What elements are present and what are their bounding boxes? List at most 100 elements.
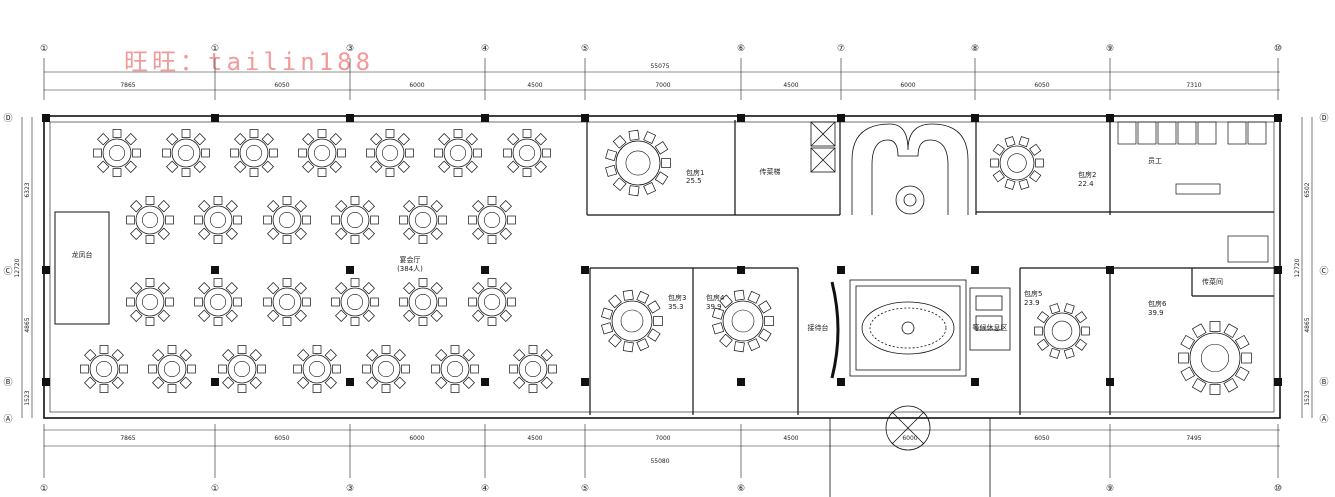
private-table-1	[605, 129, 671, 197]
dim-top-1: 7865	[120, 82, 135, 89]
banquet-table	[298, 129, 346, 177]
dim-right-1: 6502	[1304, 182, 1311, 197]
banquet-table	[362, 345, 410, 393]
banquet-table	[503, 129, 551, 177]
axis-right-a: Ⓐ	[1319, 414, 1328, 425]
private-room-3-area: 35.3	[668, 303, 684, 311]
total-dim-bottom: 55080	[650, 458, 669, 465]
dimension-lines	[21, 58, 1313, 478]
private-table-3	[601, 289, 663, 353]
service-room-label: 传菜间	[1202, 277, 1223, 286]
reception-label: 接待台	[808, 323, 829, 332]
banquet-table	[93, 129, 141, 177]
dim-bottom-2: 6050	[274, 435, 289, 442]
banquet-table	[230, 129, 278, 177]
dim-left-3: 1523	[24, 390, 31, 405]
banquet-table	[80, 345, 128, 393]
banquet-table	[218, 345, 266, 393]
private-table-6	[1178, 321, 1252, 395]
banquet-tables	[80, 129, 557, 393]
axis-top-1: ①	[40, 44, 48, 54]
banquet-table	[331, 196, 379, 244]
dim-right-2: 4865	[1304, 317, 1311, 332]
banquet-table	[366, 129, 414, 177]
axis-top-4: ④	[481, 44, 489, 54]
private-room-2-label: 包房2	[1078, 170, 1096, 179]
dim-bottom-8: 7495	[1186, 435, 1201, 442]
axis-right-c: Ⓒ	[1319, 266, 1328, 277]
private-room-5-label: 包房5	[1024, 289, 1042, 298]
axis-bottom-7: ⑨	[1106, 484, 1114, 494]
banquet-table	[399, 196, 447, 244]
dim-bottom-4: 4500	[527, 435, 542, 442]
banquet-table	[434, 129, 482, 177]
private-room-6-label: 包房6	[1148, 299, 1167, 308]
dim-top-6: 4500	[783, 82, 798, 89]
entrance-revolving-door	[829, 405, 991, 497]
private-table-4	[712, 289, 774, 353]
stage-label: 龙凤台	[72, 250, 93, 259]
dim-top-7: 6000	[900, 82, 915, 89]
axis-bottom-4: ④	[481, 484, 489, 494]
dim-bottom-7: 6050	[1034, 435, 1049, 442]
private-table-2	[990, 136, 1044, 190]
banquet-table	[148, 345, 196, 393]
banquet-table	[194, 278, 242, 326]
banquet-table	[468, 196, 516, 244]
watermark: 旺旺：tailin188	[124, 48, 375, 76]
axis-top-5: ⑤	[581, 44, 589, 54]
dim-bottom-5: 7000	[655, 435, 670, 442]
banquet-table	[331, 278, 379, 326]
banquet-table	[194, 196, 242, 244]
banquet-table	[126, 196, 174, 244]
private-room-3-label: 包房3	[668, 293, 686, 302]
axis-bottom-2: ①	[211, 484, 219, 494]
banquet-table	[263, 278, 311, 326]
stage-platform	[54, 211, 110, 325]
dim-left-2: 4865	[24, 317, 31, 332]
banquet-table	[431, 345, 479, 393]
dim-top-3: 6000	[409, 82, 424, 89]
axis-top-2: ①	[211, 44, 219, 54]
axis-bottom-6: ⑥	[737, 484, 745, 494]
axis-top-9: ⑨	[1106, 44, 1114, 54]
axis-top-10: ⑩	[1274, 44, 1282, 54]
dim-top-4: 4500	[527, 82, 542, 89]
dim-right-3: 1523	[1304, 390, 1311, 405]
axis-left-a: Ⓐ	[3, 414, 12, 425]
interior-walls	[586, 120, 1274, 415]
axis-bottom-3: ③	[346, 484, 354, 494]
dim-right-total: 12720	[1294, 258, 1301, 277]
banquet-table	[509, 345, 557, 393]
dim-bottom-3: 6000	[409, 435, 424, 442]
private-room-5-area: 23.9	[1024, 299, 1040, 307]
axis-left-d: Ⓓ	[3, 113, 12, 124]
axis-top-7: ⑦	[837, 44, 845, 54]
service-lift	[810, 121, 836, 173]
lounge-sofa-set	[969, 287, 1011, 351]
axis-bottom-5: ⑤	[581, 484, 589, 494]
dim-bottom-6: 4500	[783, 435, 798, 442]
private-room-1-label: 包房1	[686, 168, 704, 177]
dimension-labels: 55075 7865 6050 6000 4500 7000 4500 6000…	[14, 63, 1311, 465]
private-room-1-area: 25.5	[686, 177, 702, 185]
private-room-4-area: 39.9	[706, 303, 722, 311]
entrance-dim-label: 6000	[902, 435, 917, 442]
banquet-capacity-label: (384人)	[397, 265, 423, 273]
axis-left-c: Ⓒ	[3, 266, 12, 277]
axis-right-d: Ⓓ	[1319, 113, 1328, 124]
private-room-tables	[601, 129, 1252, 395]
private-room-6-area: 39.9	[1148, 309, 1164, 317]
pantry-label: 传菜梯	[760, 167, 781, 176]
banquet-table	[263, 196, 311, 244]
banquet-table	[468, 278, 516, 326]
axis-bottom-1: ①	[40, 484, 48, 494]
total-dim-top: 55075	[650, 63, 669, 70]
reception-counter	[830, 281, 840, 379]
wc-stalls	[1117, 121, 1269, 263]
structural-columns	[42, 114, 1282, 386]
banquet-table	[293, 345, 341, 393]
private-table-5	[1034, 303, 1090, 359]
dim-bottom-1: 7865	[120, 435, 135, 442]
axis-bottom-8: ⑩	[1274, 484, 1282, 494]
